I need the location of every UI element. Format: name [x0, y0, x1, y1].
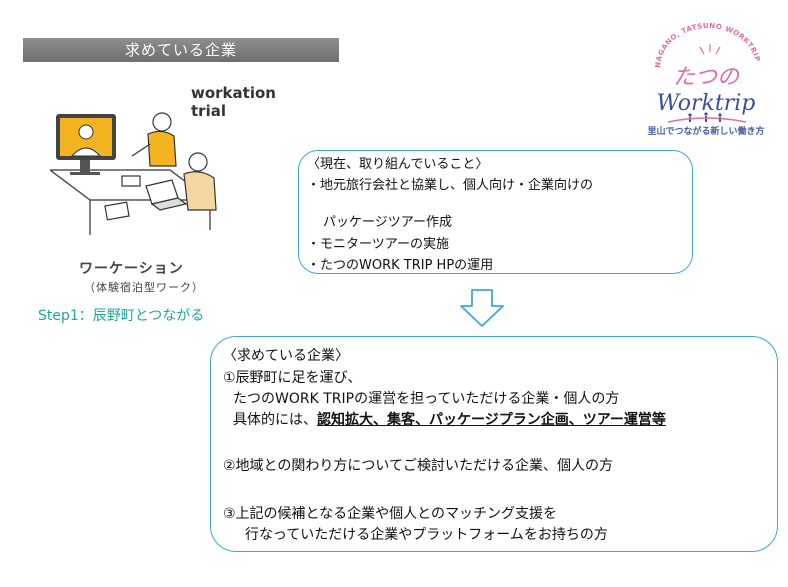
laptop-icon — [145, 179, 188, 211]
workcation-title: ワーケーション — [79, 261, 184, 277]
people-icon — [688, 112, 722, 122]
monitor-icon — [56, 114, 116, 175]
logo-title-en: Worktrip — [657, 91, 756, 116]
person-icon — [131, 112, 177, 167]
seeking-p1-line3-prefix: 具体的には、 — [233, 412, 317, 428]
logo-underline — [667, 117, 747, 123]
current-item-1b: パッケージツアー作成 — [323, 215, 452, 230]
person-icon — [183, 152, 217, 211]
current-activities-box: 〈現在、取り組んでいること〉 ・地元旅行会社と協業し、個人向け・企業向けの パッ… — [298, 150, 693, 274]
seeking-heading: 〈求めている企業〉 — [223, 348, 349, 364]
workation-label-line2: trial — [191, 102, 226, 120]
current-item-3: ・たつのWORK TRIP HPの運用 — [307, 258, 494, 273]
banner-title: 求めている企業 — [124, 41, 237, 59]
logo-arc-text: NAGANO, TATSUNO WORKTRIP — [654, 22, 761, 68]
svg-text:NAGANO, TATSUNO WORKTRIP: NAGANO, TATSUNO WORKTRIP — [654, 22, 762, 68]
workation-illustration — [50, 112, 217, 235]
tatsuno-worktrip-logo: NAGANO, TATSUNO WORKTRIP たつの Worktrip — [654, 22, 762, 123]
seeking-p1-highlight: 認知拡大、集客、パッケージプラン企画、ツアー運営等 — [317, 412, 666, 428]
current-heading: 〈現在、取り組んでいること〉 — [307, 157, 489, 172]
sun-icon — [699, 44, 721, 55]
seeking-p1-line3: 具体的には、認知拡大、集客、パッケージプラン企画、ツアー運営等 — [233, 409, 666, 429]
logo-tagline: 里山でつながる新しい働き方 — [647, 127, 765, 137]
seeking-p3-line2: 行なっていただける企業やプラットフォームをお持ちの方 — [245, 527, 608, 543]
section-banner: 求めている企業 — [23, 38, 339, 62]
seeking-p1-line1: ①辰野町に足を運び、 — [223, 370, 362, 386]
current-item-2: ・モニターツアーの実施 — [307, 237, 449, 252]
workation-label-line1: workation — [191, 84, 276, 102]
workation-trial-label: workation trial — [191, 84, 276, 120]
seeking-p2: ②地域との関わり方についてご検討いただける企業、個人の方 — [223, 458, 613, 474]
seeking-companies-box: 〈求めている企業〉 ①辰野町に足を運び、 たつのWORK TRIPの運営を担って… — [210, 336, 778, 552]
current-item-1: ・地元旅行会社と協業し、個人向け・企業向けの — [307, 178, 594, 193]
workcation-subtitle: （体験宿泊型ワーク） — [84, 281, 204, 294]
step-label: Step1：辰野町とつながる — [38, 308, 205, 324]
down-arrow-icon — [460, 289, 504, 327]
seeking-p1-line2: たつのWORK TRIPの運営を担っていただける企業・個人の方 — [233, 391, 620, 407]
seeking-p3-line1: ③上記の候補となる企業や個人とのマッチング支援を — [223, 506, 557, 522]
logo-title-jp: たつの — [673, 65, 741, 90]
